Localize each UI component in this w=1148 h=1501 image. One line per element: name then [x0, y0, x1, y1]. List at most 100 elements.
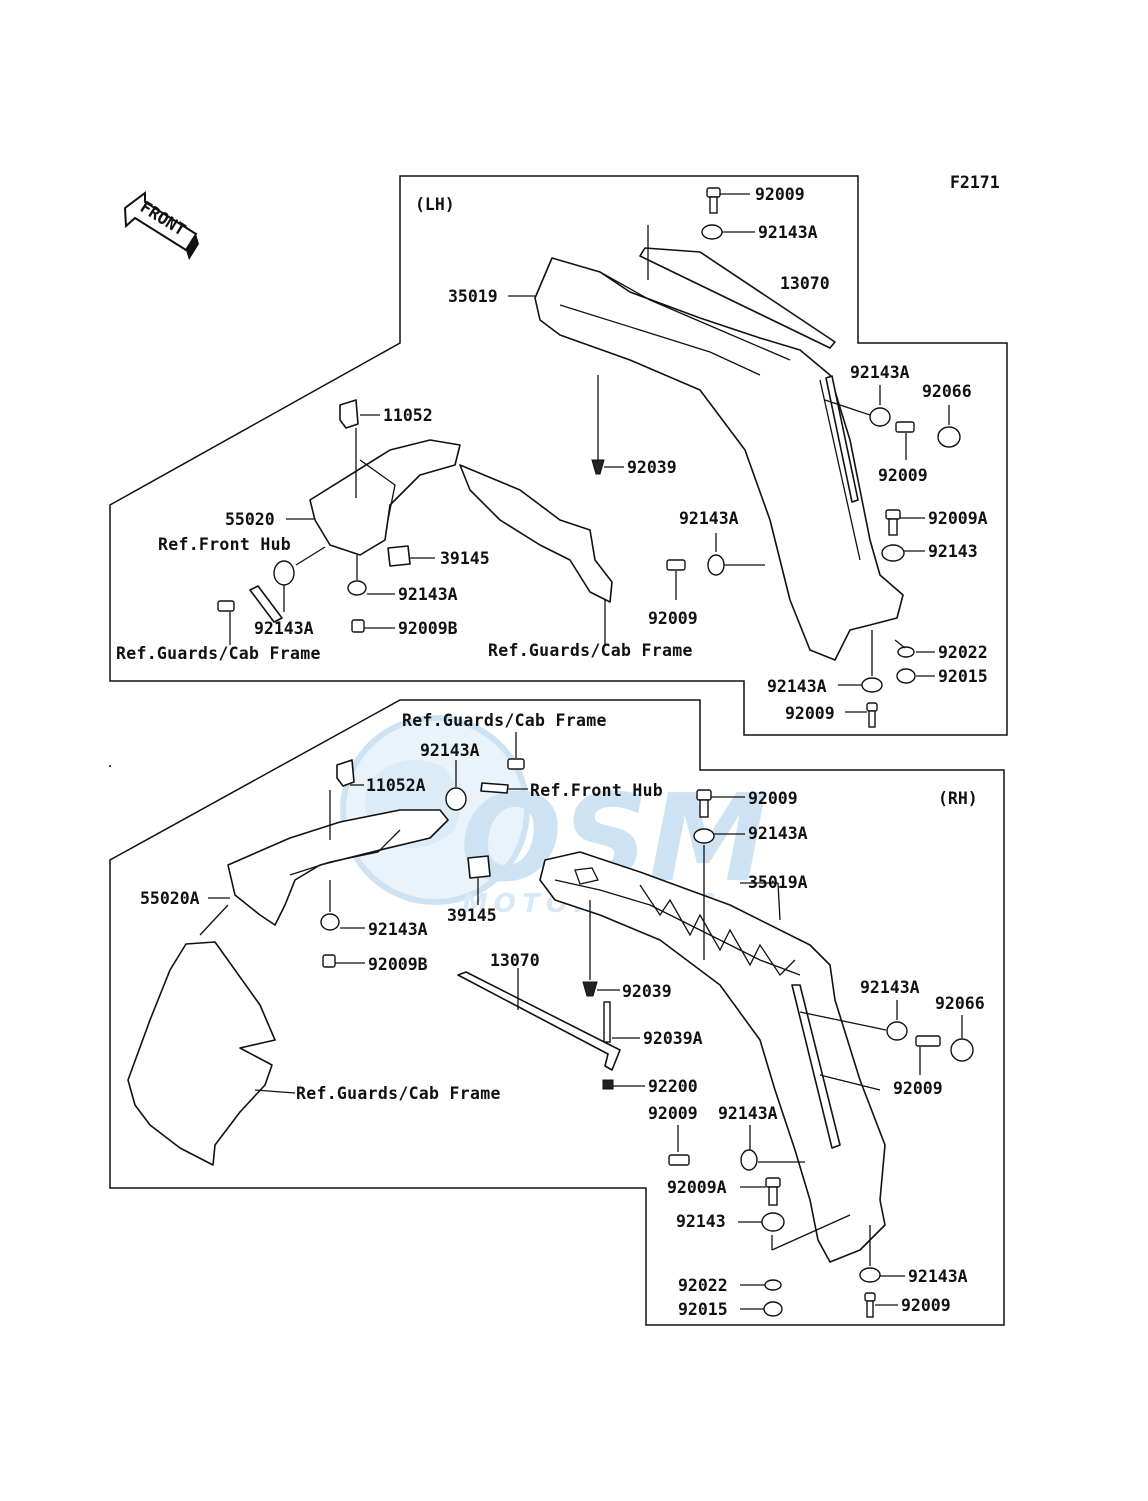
lh-side-strip	[825, 375, 859, 503]
rh-nut-92200	[602, 1079, 645, 1090]
rh-bolt-92009B	[322, 954, 365, 968]
lh-nut-92015	[896, 668, 935, 684]
rh-bolt-92009-right	[819, 1035, 941, 1091]
lh-label-92009-mid: 92009	[648, 609, 698, 628]
lh-label-92143A-right: 92143A	[850, 363, 910, 382]
rh-label-92039A: 92039A	[643, 1029, 703, 1048]
lh-label-92009B: 92009B	[398, 619, 458, 638]
lh-label-92009-right: 92009	[878, 466, 928, 485]
rh-tag: (RH)	[938, 789, 978, 808]
lh-bolt-92009-right	[895, 421, 915, 460]
lh-label-92066: 92066	[922, 382, 972, 401]
rh-label-92015: 92015	[678, 1300, 728, 1319]
lh-bracket-39145	[387, 545, 435, 567]
lh-bolt-92009-mid	[666, 559, 686, 600]
lh-strip-13070	[639, 225, 836, 349]
lh-label-39145: 39145	[440, 549, 490, 568]
rh-label-92143A-mid: 92143A	[718, 1104, 778, 1123]
lh-fender-35019	[534, 257, 904, 661]
rh-label-13070: 13070	[490, 951, 540, 970]
rh-bolt-92009-bottom	[864, 1292, 898, 1318]
lh-label-92022: 92022	[938, 643, 988, 662]
rh-strip-13070	[457, 971, 621, 1071]
lh-label-92143: 92143	[928, 542, 978, 561]
lh-tag: (LH)	[415, 195, 455, 214]
rh-label-92143A-bottom: 92143A	[908, 1267, 968, 1286]
rh-label-55020A: 55020A	[140, 889, 200, 908]
rh-bolt-92009-top	[696, 789, 745, 818]
lh-frame	[109, 175, 1008, 736]
rh-label-ref-guards-top: Ref.Guards/Cab Frame	[402, 711, 607, 730]
rh-grommet-92143A-top	[445, 760, 467, 811]
rh-side-strip	[791, 984, 841, 1149]
lh-label-92009-top: 92009	[755, 185, 805, 204]
rh-rivet-92039A	[603, 1001, 640, 1043]
rh-bolt-92009A	[740, 1177, 781, 1206]
lh-label-11052: 11052	[383, 406, 433, 425]
lh-label-ref-guards-left: Ref.Guards/Cab Frame	[116, 644, 321, 663]
lh-cap-92066	[937, 405, 961, 448]
lh-label-92009A: 92009A	[928, 509, 988, 528]
rh-label-92009B: 92009B	[368, 955, 428, 974]
lh-label-92039: 92039	[627, 458, 677, 477]
lh-washer-92022	[894, 639, 935, 658]
lh-bolt-92009-bottom	[845, 702, 878, 728]
lh-clip-92039	[591, 375, 624, 475]
lh-label-35019: 35019	[448, 287, 498, 306]
lh-hub-plate	[249, 585, 283, 623]
lh-label-92143A-mid: 92143A	[679, 509, 739, 528]
rh-bolt-ref-guards-top	[507, 732, 525, 770]
rh-label-92009-mid: 92009	[648, 1104, 698, 1123]
lh-bracket-11052	[339, 399, 359, 429]
lh-label-13070: 13070	[780, 274, 830, 293]
rh-label-11052A: 11052A	[366, 776, 426, 795]
rh-label-ref-front-hub: Ref.Front Hub	[530, 781, 663, 800]
rh-grommet-92143A-mid	[740, 1125, 805, 1171]
lh-grommet-92143A-bracket	[347, 555, 395, 596]
front-arrow-icon: FRONT	[123, 191, 199, 260]
lh-label-55020: 55020	[225, 510, 275, 529]
lh-grommet-92143A-mid	[707, 533, 765, 576]
lh-label-92143A-bottom: 92143A	[767, 677, 827, 696]
rh-grommet-92143	[738, 1212, 851, 1251]
rh-grommet-92143A-left	[320, 880, 365, 931]
lh-label-ref-guards-mid: Ref.Guards/Cab Frame	[488, 641, 693, 660]
lh-grommet-92143	[881, 544, 925, 562]
rh-grommet-92143A-right	[799, 1000, 908, 1041]
rh-hub-plate	[480, 782, 528, 794]
stray-dot	[109, 765, 111, 767]
rh-label-92039: 92039	[622, 982, 672, 1001]
rh-bracket-11052A	[336, 759, 355, 787]
rh-frame	[109, 699, 1005, 1326]
rh-mudguard-55020A	[227, 809, 449, 926]
rh-bolt-92009-mid	[668, 1125, 690, 1166]
lh-label-92015: 92015	[938, 667, 988, 686]
rh-nut-92015	[740, 1301, 783, 1317]
lh-side-plate	[459, 464, 613, 603]
lh-label-92143A-top: 92143A	[758, 223, 818, 242]
rh-washer-92022	[740, 1279, 782, 1291]
rh-label-92143A-left: 92143A	[368, 920, 428, 939]
lh-grommet-92143A-bottom	[838, 630, 883, 693]
lh-label-92009-bottom: 92009	[785, 704, 835, 723]
rh-bracket-39145	[467, 855, 491, 905]
rh-label-92009-top: 92009	[748, 789, 798, 808]
lh-bolt-ref-guards	[217, 600, 235, 645]
lh-grommet-92143A-left	[273, 546, 326, 612]
rh-label-39145: 39145	[447, 906, 497, 925]
lh-bolt-92009B	[351, 619, 395, 633]
rh-fender-35019A	[539, 851, 886, 1263]
rh-label-92009-right: 92009	[893, 1079, 943, 1098]
rh-side-plate	[127, 941, 276, 1166]
rh-label-92143: 92143	[676, 1212, 726, 1231]
rh-label-92066: 92066	[935, 994, 985, 1013]
rh-grommet-92143A-2	[693, 828, 745, 960]
rh-clip-92039	[582, 900, 620, 997]
rh-label-92143A-right: 92143A	[860, 978, 920, 997]
lh-mudguard-55020	[309, 439, 461, 556]
rh-label-35019A: 35019A	[748, 873, 808, 892]
rh-label-92143A-top: 92143A	[420, 741, 480, 760]
lh-bolt-92009A	[885, 509, 925, 536]
lh-grommet-92143A-right	[824, 385, 891, 427]
